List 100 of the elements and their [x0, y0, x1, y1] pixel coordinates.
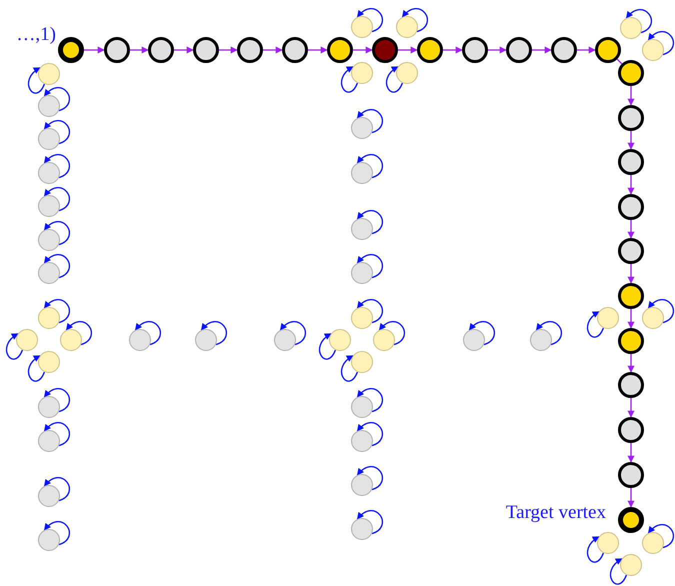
arrow — [532, 46, 552, 54]
faded-vertex-circle — [351, 218, 373, 240]
arrow — [628, 86, 634, 106]
faded-vertex-circle — [38, 307, 60, 329]
faded-vertex-circle — [351, 351, 373, 373]
faded-vertex-circle — [597, 307, 619, 329]
faded-vertex-circle — [642, 39, 664, 61]
faded-vertex-circle — [396, 62, 418, 84]
faded-vertex-circle — [642, 532, 664, 554]
self-loop-arrow — [340, 355, 358, 382]
self-loop-arrow — [44, 521, 70, 546]
self-loop-arrow — [386, 66, 403, 93]
arrow — [219, 46, 238, 54]
self-loop-arrow — [44, 87, 70, 112]
arrow — [628, 354, 634, 373]
self-loop-arrow — [586, 311, 604, 338]
faded-vertex-circle — [463, 329, 485, 351]
faded-vertex-circle — [373, 329, 395, 351]
faded-vertex-circle — [351, 474, 373, 496]
faded-vertex-circle — [38, 162, 60, 184]
text-label: …,1) — [16, 24, 56, 46]
self-loop-arrow — [44, 388, 70, 412]
self-loop-arrow — [378, 321, 405, 346]
self-loop-arrow — [648, 299, 674, 324]
self-loop-arrow — [648, 31, 674, 56]
self-loop-arrow — [586, 536, 604, 563]
faded-vertex-circle — [351, 162, 373, 184]
vertex-circle — [237, 37, 263, 63]
faded-vertex-circle — [530, 329, 552, 351]
faded-vertex-circle — [351, 396, 373, 418]
faded-vertex-circle — [351, 307, 373, 329]
arrow — [488, 46, 507, 54]
faded-vertex-circle — [38, 485, 60, 507]
vertex-circle — [193, 37, 219, 63]
vertex-circle — [618, 283, 644, 309]
self-loop-arrow — [356, 299, 383, 324]
node-caption: Target vertex — [506, 502, 606, 524]
self-loop-arrow — [356, 8, 383, 32]
faded-vertex-circle — [351, 262, 373, 284]
vertex-circle — [618, 194, 644, 220]
self-loop-arrow — [44, 187, 70, 212]
vertex-circle — [618, 417, 644, 443]
self-loop-arrow — [44, 120, 70, 144]
self-loop-arrow — [626, 9, 652, 34]
self-loop-arrow — [468, 321, 495, 346]
self-loop-arrow — [536, 321, 562, 346]
vertex-circle — [58, 37, 84, 63]
arrow — [628, 175, 634, 195]
faded-vertex-circle — [642, 307, 664, 329]
vertex-circle — [618, 149, 644, 175]
faded-vertex-circle — [351, 518, 373, 540]
arrow — [353, 46, 373, 54]
faded-vertex-circle — [351, 117, 373, 139]
faded-vertex-circle — [38, 195, 60, 217]
self-loop-arrow — [44, 254, 70, 278]
arrow — [628, 220, 634, 239]
self-loop-arrow — [318, 333, 336, 360]
vertex-circle — [327, 37, 353, 63]
self-loop-arrow — [44, 299, 70, 324]
vertex-circle — [618, 507, 644, 533]
arrow — [628, 443, 634, 463]
arrow — [308, 46, 328, 54]
vertex-circle — [282, 37, 308, 63]
vertex-circle — [506, 37, 532, 63]
self-loop-arrow — [44, 154, 70, 178]
faded-vertex-circle — [620, 554, 642, 576]
faded-vertex-circle — [38, 63, 60, 85]
faded-vertex-circle — [396, 16, 418, 38]
self-loop-arrow — [648, 524, 674, 548]
self-loop-arrow — [66, 321, 92, 346]
faded-vertex-circle — [38, 95, 60, 117]
self-loop-arrow — [280, 321, 306, 346]
arrow — [628, 488, 634, 508]
arrow — [628, 398, 634, 418]
faded-vertex-circle — [38, 262, 60, 284]
self-loop-arrow — [356, 422, 383, 446]
faded-vertex-circle — [329, 329, 351, 351]
faded-vertex-circle — [38, 128, 60, 150]
vertex-circle — [417, 37, 443, 63]
arrow — [628, 309, 634, 329]
faded-vertex-circle — [16, 329, 38, 351]
arrow — [174, 46, 194, 54]
self-loop-arrow — [356, 388, 383, 412]
self-loop-arrow — [340, 66, 358, 93]
self-loop-arrow — [356, 510, 383, 534]
faded-vertex-circle — [38, 529, 60, 551]
vertex-circle — [618, 462, 644, 488]
self-loop-arrow — [356, 210, 383, 234]
vertex-circle — [551, 37, 577, 63]
vertex-circle — [104, 37, 130, 63]
faded-vertex-circle — [351, 430, 373, 452]
arrow — [398, 46, 418, 54]
self-loop-arrow — [28, 355, 45, 382]
self-loop-arrow — [28, 67, 45, 94]
arrow — [263, 46, 283, 54]
faded-vertex-circle — [38, 229, 60, 251]
faded-vertex-circle — [38, 351, 60, 373]
self-loop-arrow — [44, 221, 70, 246]
faded-vertex-circle — [620, 17, 642, 39]
vertex-circle — [148, 37, 174, 63]
